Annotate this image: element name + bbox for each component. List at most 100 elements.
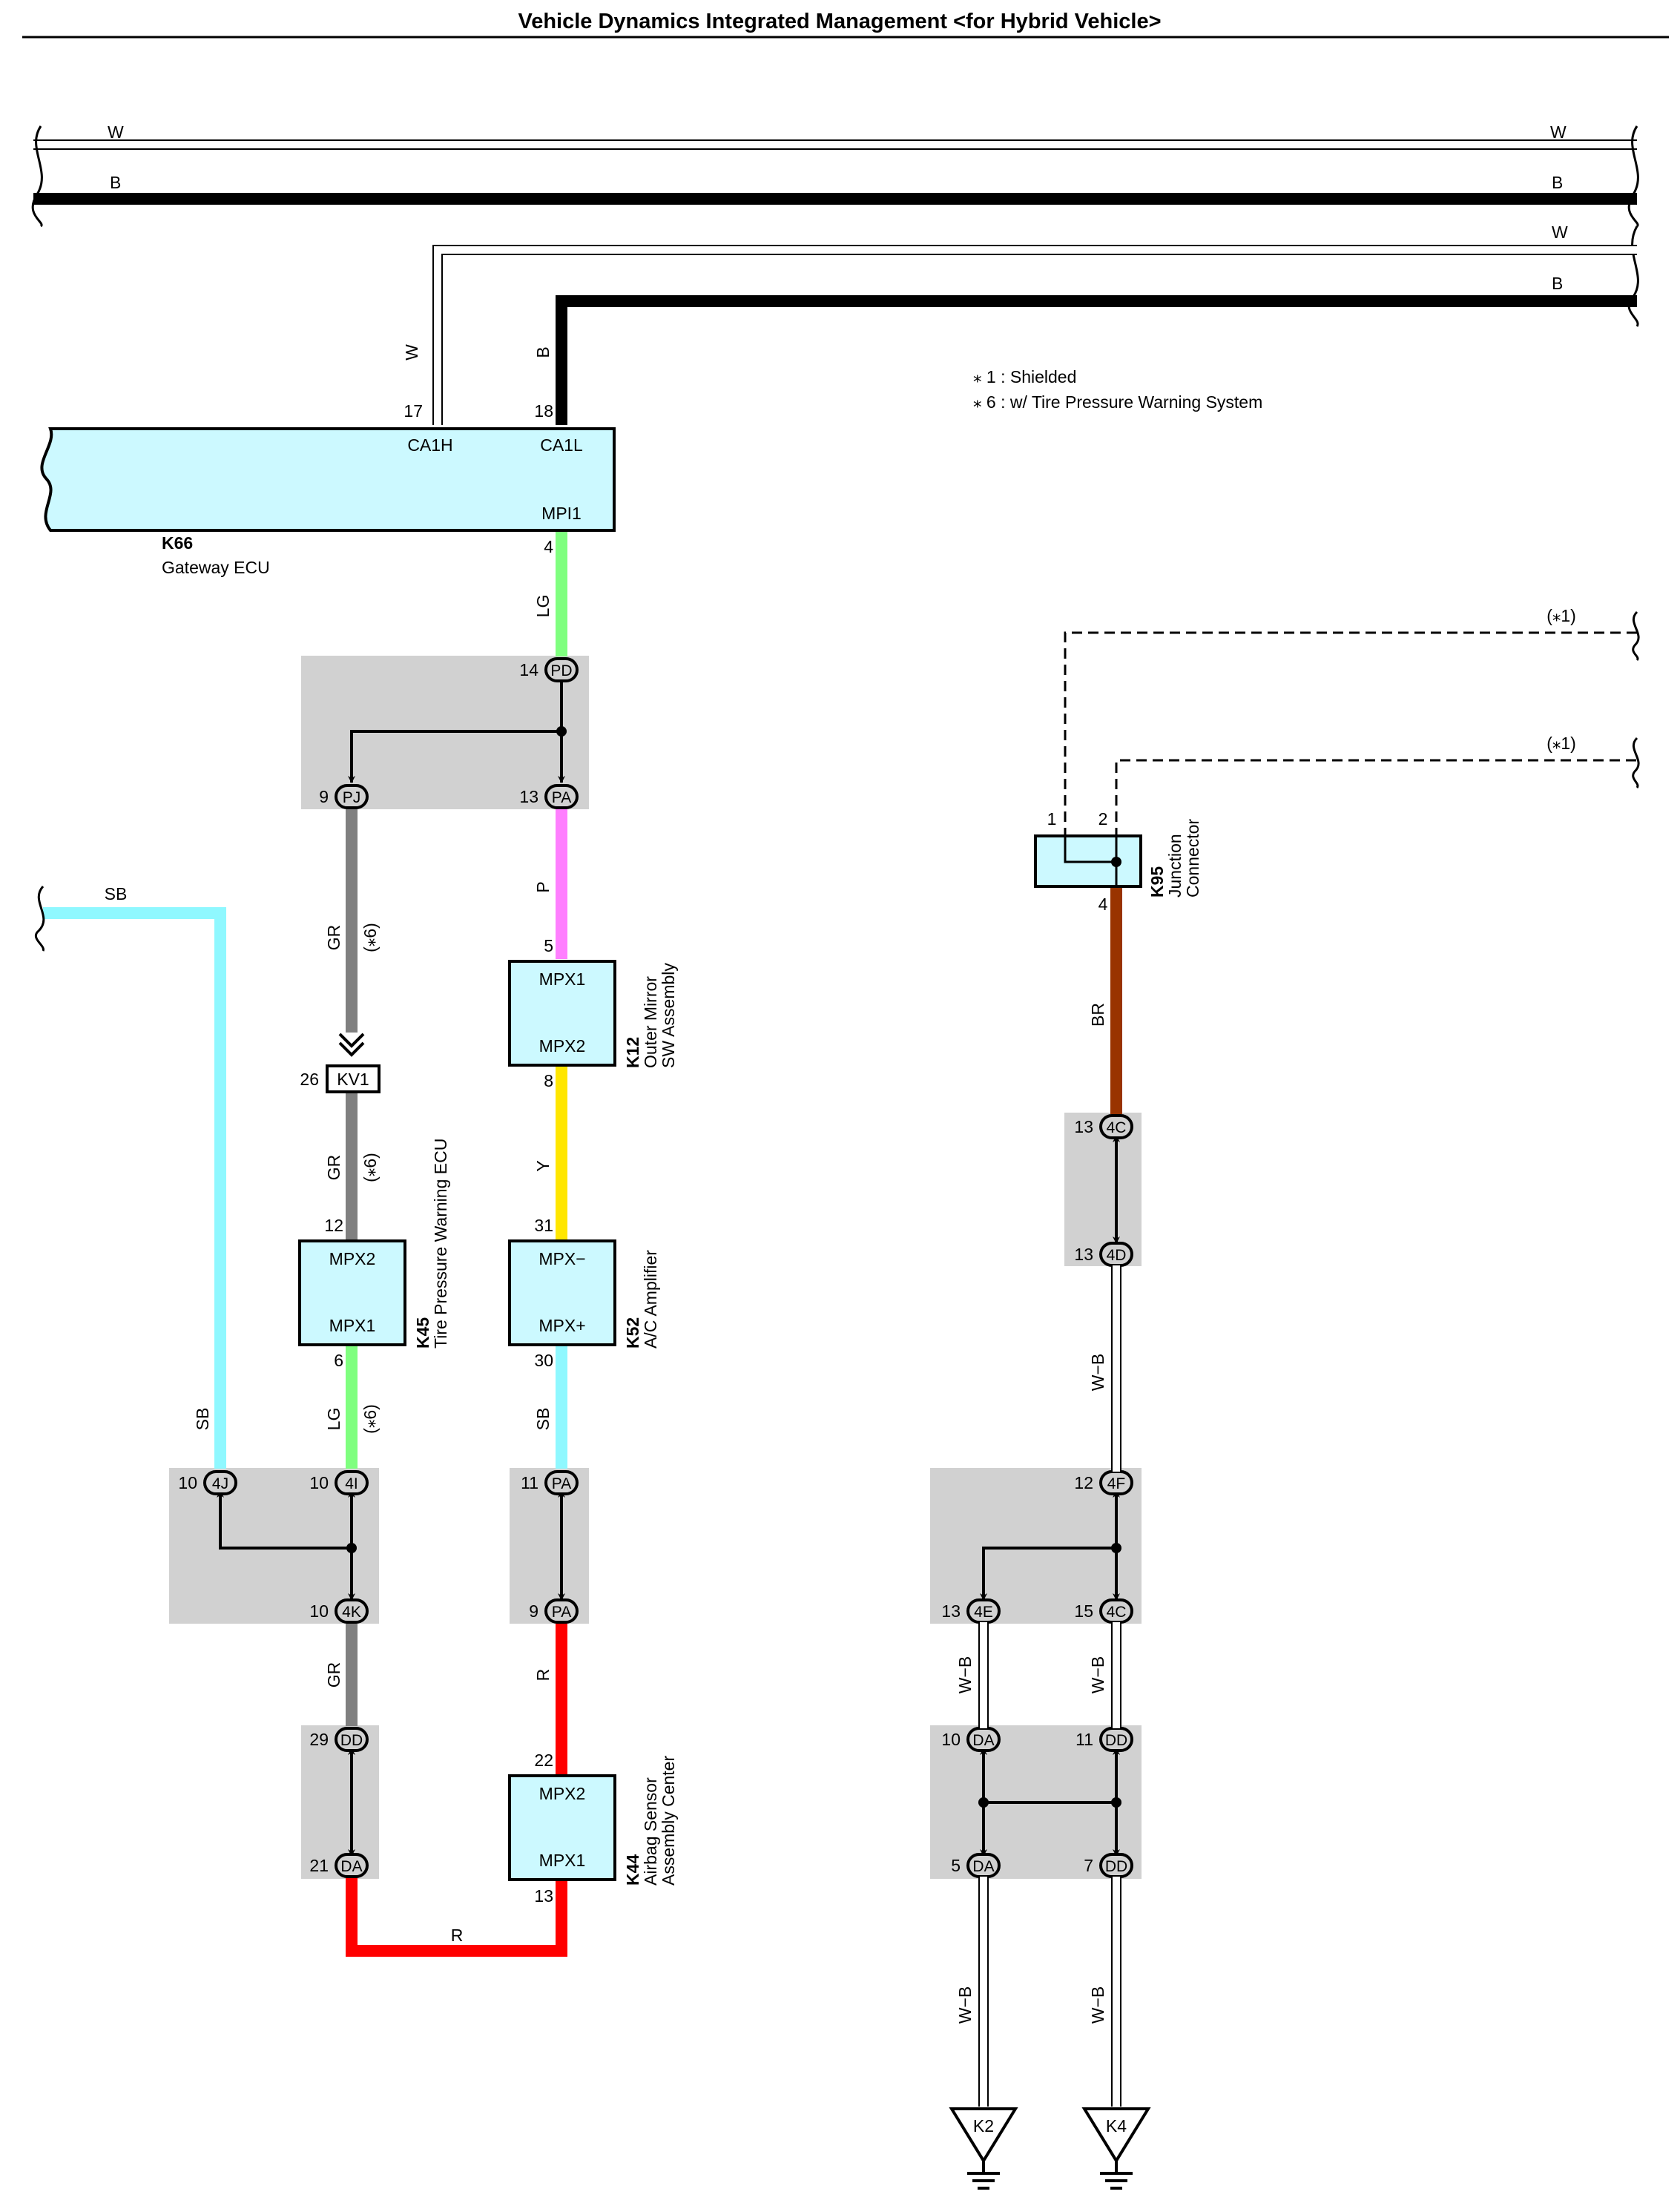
junction-4j-dot [346,1543,357,1553]
k95-pin-4: 4 [1098,895,1108,914]
svg-text:11: 11 [521,1473,538,1492]
k45-pin-bottom: 6 [334,1351,343,1370]
svg-text:15: 15 [1074,1601,1093,1621]
wire-b-k66-label: B [1552,274,1563,293]
k66-terminal-ca1l: CA1L [540,435,583,455]
note-tire-pressure: ⁎ 6 : w/ Tire Pressure Warning System [973,392,1262,412]
k66-terminal-mpi1: MPI1 [541,504,582,523]
svg-text:4D: 4D [1107,1247,1127,1264]
junction-da-dot-left [978,1797,989,1808]
wire-br-label: BR [1088,1003,1107,1027]
connector-4c-15: 4C 15 [1074,1598,1133,1624]
k66-id: K66 [162,533,193,553]
shield-line-1-label: (⁎1) [1546,606,1576,625]
k44-name-line2: Assembly Center [659,1756,678,1886]
bus-b-top-label-left: B [110,173,121,192]
wire-wb-4e-label: W−B [955,1656,975,1693]
svg-text:9: 9 [319,787,329,806]
k52-pin-top: 31 [534,1216,553,1235]
svg-text:9: 9 [529,1601,538,1621]
k45-name: Tire Pressure Warning ECU [431,1139,450,1349]
bus-w-top-label-left: W [108,122,124,142]
break-mark-sb [34,885,45,952]
k12-name-line2: SW Assembly [659,963,678,1068]
svg-text:4C: 4C [1107,1119,1127,1136]
junction-block-4c [1064,1113,1142,1266]
connector-4d-13: 4D 13 [1074,1242,1133,1267]
svg-text:PD: PD [550,662,572,679]
k66-gateway-ecu-box [40,427,616,532]
connector-da-5: DA 5 [951,1853,1001,1878]
svg-text:10: 10 [941,1730,961,1749]
svg-text:DD: DD [1105,1732,1127,1749]
connector-4k-10: 4K 10 [309,1598,369,1624]
junction-4j-wiring [217,1490,355,1601]
k52-ac-amplifier-box [508,1239,616,1346]
wire-sb-vert-label: SB [193,1408,212,1431]
wire-r-bottom-label: R [451,1926,464,1945]
k95-name-line1: Junction [1165,834,1185,898]
svg-text:13: 13 [1074,1117,1093,1136]
k52-name: A/C Amplifier [641,1250,660,1349]
wire-gr-kv1-note: (⁎6) [360,1153,380,1182]
break-mark-shield-2 [1632,737,1640,788]
k12-name-line1: Outer Mirror [641,976,660,1068]
wire-gr-pj-label: GR [324,925,343,951]
junction-block-pa-mid [510,1468,589,1624]
connector-da-21: DA 21 [309,1853,369,1878]
svg-text:13: 13 [519,787,538,806]
k95-junction-dot [1111,857,1121,867]
k44-terminal-top: MPX2 [539,1784,586,1803]
kv1-arrow-icon [338,1033,365,1057]
ground-k4-icon [1081,2107,1151,2190]
svg-text:4E: 4E [974,1604,993,1621]
svg-text:4F: 4F [1107,1475,1126,1492]
junction-pd-dot [556,726,567,737]
svg-text:DA: DA [972,1732,994,1749]
svg-text:4I: 4I [345,1475,358,1492]
k45-pin-top: 12 [324,1216,343,1235]
ground-k4-label: K4 [1106,2116,1127,2136]
bus-w-top-label-right: W [1550,122,1567,142]
k95-pin-2: 2 [1098,809,1108,829]
wire-lg-k45-label: LG [324,1408,343,1431]
k66-pin-4: 4 [544,537,553,556]
svg-text:11: 11 [1075,1730,1093,1749]
svg-text:5: 5 [951,1856,961,1875]
k12-terminal-bottom: MPX2 [539,1036,586,1056]
svg-text:4J: 4J [212,1475,228,1492]
k52-terminal-bottom: MPX+ [538,1316,585,1335]
connector-4e-13: 4E 13 [941,1598,1001,1624]
k52-id: K52 [623,1317,642,1349]
wire-r-bottom [346,1877,567,1957]
k66-pin-18: 18 [534,401,553,421]
page-title: Vehicle Dynamics Integrated Management <… [518,10,1161,33]
connector-pa-9: PA 9 [529,1598,579,1624]
svg-text:DD: DD [340,1732,363,1749]
k45-id: K45 [413,1317,432,1349]
k66-terminal-ca1h: CA1H [407,435,452,455]
break-mark-right-mid [1627,225,1639,327]
wire-sb-left [43,907,226,1469]
svg-text:PA: PA [552,789,571,806]
k52-pin-bottom: 30 [534,1351,553,1370]
svg-text:PA: PA [552,1475,571,1492]
connector-4c-13: 4C 13 [1074,1114,1133,1139]
svg-text:7: 7 [1084,1856,1093,1875]
ground-k2-label: K2 [973,2116,994,2136]
k44-name-line1: Airbag Sensor [641,1777,660,1886]
k66-pin-17: 17 [403,401,423,421]
k12-pin-bottom: 8 [544,1071,553,1090]
wire-lg-k66-label: LG [533,595,553,618]
connector-4j-10: 4J 10 [178,1470,237,1495]
connector-pj-9: PJ 9 [319,784,369,809]
note-shielded: ⁎ 1 : Shielded [973,367,1076,386]
connector-pa-13: PA 13 [519,784,579,809]
connector-dd-7: DD 7 [1084,1853,1133,1878]
connector-dd-29: DD 29 [309,1727,369,1752]
wire-w-k66 [432,245,1637,425]
wire-r-k44-label: R [533,1669,553,1682]
wire-gr-kv1-label: GR [324,1155,343,1181]
svg-text:10: 10 [309,1601,329,1621]
k44-pin-top: 22 [534,1751,553,1770]
